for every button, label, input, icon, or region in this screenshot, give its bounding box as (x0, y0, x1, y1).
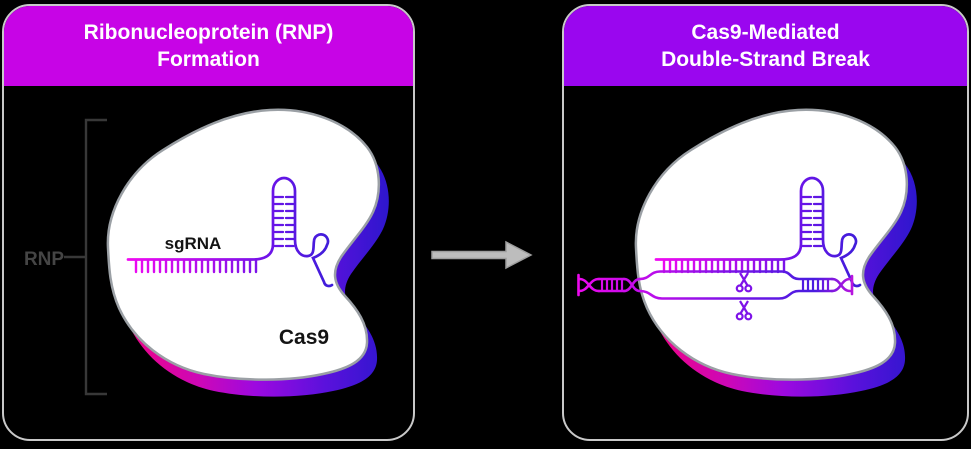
rnp-panel-header: Ribonucleoprotein (RNP) Formation (4, 6, 413, 86)
arrow-right-icon (431, 240, 533, 270)
double-strand-break-panel: Cas9-Mediated Double-Strand Break (562, 4, 969, 441)
dsb-panel-header: Cas9-Mediated Double-Strand Break (564, 6, 967, 86)
dsb-panel-title-line2: Double-Strand Break (661, 48, 870, 71)
rnp-panel-title-line2: Formation (157, 48, 260, 71)
rnp-formation-panel: Ribonucleoprotein (RNP) Formation (2, 4, 415, 441)
rnp-panel-title-line1: Ribonucleoprotein (RNP) (83, 20, 334, 44)
dsb-panel-title-line1: Cas9-Mediated (691, 20, 840, 44)
